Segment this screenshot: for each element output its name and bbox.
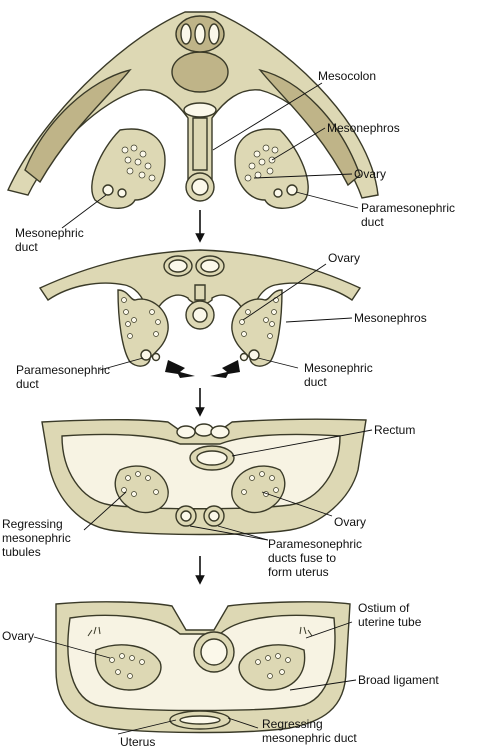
stage-3-ducts-fuse-label-line-1: Paramesonephric — [268, 537, 362, 551]
stage-1-right-mesonephric-duct — [286, 184, 298, 196]
stage-2-right-tubules — [239, 297, 279, 339]
stage-2-right-mesonephric-duct — [248, 349, 260, 361]
stage-1-left-mesonephric-duct — [102, 184, 114, 196]
stage-1-section: Mesocolon Mesonephros Ovary Paramesoneph… — [7, 11, 455, 254]
stage-1-left-mesonephric-tubules — [121, 144, 156, 182]
stage-4-left-ovary — [94, 644, 162, 691]
stage-3-rectum-label: Rectum — [374, 423, 415, 437]
stage-3-regressing-tubules-label-line-2: mesonephric — [2, 531, 71, 545]
stage-3-dorsal-vessels — [176, 423, 230, 439]
stage-4-ostium-fimbriae — [87, 626, 313, 637]
stage-2-mesonephric-label-line-2: duct — [304, 375, 327, 389]
stage-3-fusing-paramesonephric-ducts — [175, 505, 225, 527]
stage-2-ovary-label: Ovary — [328, 251, 360, 265]
stage-1-aorta — [183, 102, 217, 118]
stage-1-right-mesonephric-tubules — [244, 144, 279, 182]
stage-2-paramesonephric-label-line-2: duct — [16, 377, 39, 391]
stage-4-regressing-duct-label-line-1: Regressing — [262, 717, 323, 731]
stage-2-mesonephric-label-line-1: Mesonephric — [304, 361, 373, 375]
stage-2-section: Ovary Mesonephros Paramesonephric duct M… — [16, 249, 427, 417]
stage-3-regressing-tubules-label-line-1: Regressing — [2, 517, 63, 531]
stage-4-ostium-label-line-1: Ostium of — [358, 601, 410, 615]
stage-4-right-ovarian-follicles — [255, 653, 291, 679]
stage-2-paramesonephric-label-line-1: Paramesonephric — [16, 363, 110, 377]
stage-3-left-regressing-tubules — [121, 471, 159, 497]
stage-4-uterus-label: Uterus — [120, 735, 155, 749]
stage-1-vertebra — [171, 51, 229, 93]
stage-1-mesonephros-label: Mesonephros — [327, 121, 400, 135]
stage-1-paramesonephric-label-line-1: Paramesonephric — [361, 201, 455, 215]
stage-2-left-tubules — [121, 297, 161, 339]
stage-4-broad-ligament-label: Broad ligament — [358, 673, 439, 687]
stage-3-peritoneal-cavity — [61, 433, 341, 510]
stage-3-ovary-label: Ovary — [334, 515, 366, 529]
stage-4-regressing-duct-label-line-2: mesonephric duct — [262, 731, 357, 745]
stage-4-ovary-label: Ovary — [2, 629, 34, 643]
stage-1-spinal-canal — [180, 23, 220, 45]
stage-1-right-paramesonephric-duct — [273, 188, 283, 198]
stage-3-regressing-tubules-label-line-3: tubules — [2, 545, 41, 559]
stage-2-mesocolon — [194, 284, 206, 301]
stage-3-ducts-fuse-label-line-3: form uterus — [268, 565, 329, 579]
stage-1-mesonephric-label-line-1: Mesonephric — [15, 226, 84, 240]
stage-1-ovary-label: Ovary — [354, 167, 386, 181]
stage-1-muscle-right — [258, 68, 361, 187]
stage-2-dorsal-vessels — [163, 255, 225, 277]
stage-2-mesonephros-label: Mesonephros — [354, 311, 427, 325]
stage-1-paramesonephric-label-line-2: duct — [361, 215, 384, 229]
stage-4-left-ovarian-follicles — [109, 653, 145, 679]
stage-2-right-ridge — [231, 289, 283, 367]
stage-1-mesonephric-label-line-2: duct — [15, 240, 38, 254]
stage-1-mesocolon-label: Mesocolon — [318, 69, 376, 83]
stage-3-section: Rectum Ovary Regressing mesonephric tubu… — [2, 418, 415, 585]
stage-1-muscle-left — [24, 68, 132, 184]
stage-4-right-ovary — [238, 644, 306, 691]
stage-1-mesocolon — [192, 117, 208, 171]
stage-4-ostium-label-line-2: uterine tube — [358, 615, 422, 629]
stage-3-ducts-fuse-label-line-2: ducts fuse to — [268, 551, 336, 565]
stage-4-section: Ovary Ostium of uterine tube Broad ligam… — [2, 601, 439, 749]
stage-2-left-ridge — [117, 289, 169, 367]
stage-2-left-migration-arrow — [165, 360, 195, 378]
stage-2-right-migration-arrow — [210, 360, 240, 378]
stage-2-left-paramesonephric-duct — [140, 349, 152, 361]
stage-1-left-paramesonephric-duct — [117, 188, 127, 198]
